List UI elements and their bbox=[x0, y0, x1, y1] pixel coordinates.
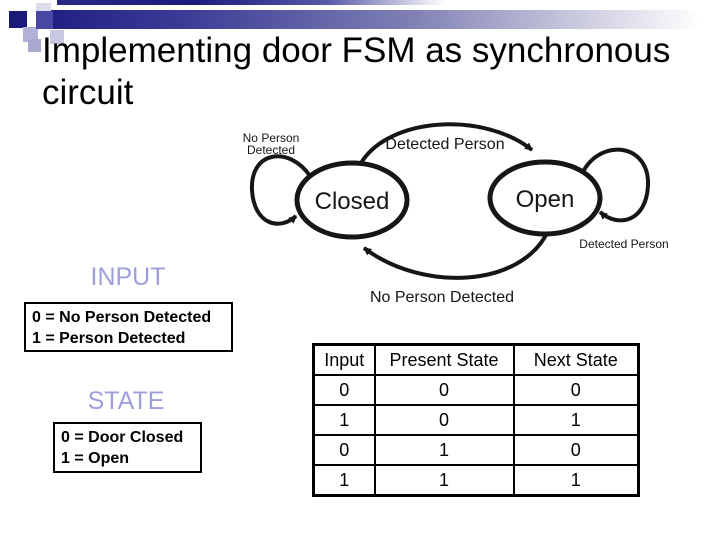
state-closed-ellipse bbox=[294, 160, 410, 240]
state-open-label: Open bbox=[516, 186, 575, 213]
header-gradient-bar bbox=[36, 10, 720, 29]
table-row: 1 0 1 bbox=[312, 404, 640, 436]
col-header-next-state: Next State bbox=[512, 343, 640, 376]
input-heading: INPUT bbox=[90, 263, 166, 291]
cell-present-state: 1 bbox=[373, 434, 515, 466]
fsm-diagram: Closed Open Detected Person No Person De… bbox=[243, 122, 669, 306]
cell-next-state: 1 bbox=[512, 464, 640, 497]
arc-open-to-closed bbox=[362, 230, 550, 280]
state-closed-label: Closed bbox=[315, 188, 390, 215]
self-loop-closed bbox=[249, 154, 312, 226]
arc-closed-to-open bbox=[359, 122, 534, 165]
truth-table: Input Present State Next State 0 0 0 1 0… bbox=[312, 343, 640, 497]
label-no-person-detected-bottom: No Person Detected bbox=[370, 289, 514, 306]
cell-present-state: 1 bbox=[373, 464, 515, 497]
deco-square bbox=[9, 11, 27, 28]
slide-title: Implementing door FSM as synchronous cir… bbox=[42, 31, 671, 112]
cell-next-state: 0 bbox=[512, 374, 640, 406]
table-row: 0 1 0 bbox=[312, 434, 640, 466]
cell-input: 0 bbox=[312, 434, 376, 466]
cell-input: 1 bbox=[312, 464, 376, 497]
state-heading: STATE bbox=[87, 387, 165, 415]
cell-input: 1 bbox=[312, 404, 376, 436]
self-loop-open bbox=[582, 147, 651, 223]
cell-present-state: 0 bbox=[373, 374, 515, 406]
deco-square bbox=[50, 30, 64, 44]
truth-table-header-row: Input Present State Next State bbox=[312, 343, 640, 376]
label-no-person-loop-line1: No Person bbox=[243, 131, 300, 145]
cell-input: 0 bbox=[312, 374, 376, 406]
state-open-ellipse bbox=[487, 159, 603, 237]
deco-square bbox=[36, 11, 53, 29]
table-row: 0 0 0 bbox=[312, 374, 640, 406]
cell-next-state: 0 bbox=[512, 434, 640, 466]
table-row: 1 1 1 bbox=[312, 464, 640, 497]
col-header-input: Input bbox=[312, 343, 376, 376]
cell-present-state: 0 bbox=[373, 404, 515, 436]
deco-square bbox=[28, 39, 41, 52]
deco-square bbox=[23, 27, 38, 42]
cell-next-state: 1 bbox=[512, 404, 640, 436]
label-detected-person-loop: Detected Person bbox=[579, 237, 668, 251]
state-legend-box: 0 = Door Closed 1 = Open bbox=[53, 422, 202, 473]
label-detected-person-top: Detected Person bbox=[385, 136, 504, 153]
header-thin-bar bbox=[57, 0, 445, 5]
col-header-present-state: Present State bbox=[373, 343, 515, 376]
input-legend-box: 0 = No Person Detected 1 = Person Detect… bbox=[24, 302, 233, 352]
label-no-person-loop-line2: Detected bbox=[247, 143, 295, 157]
